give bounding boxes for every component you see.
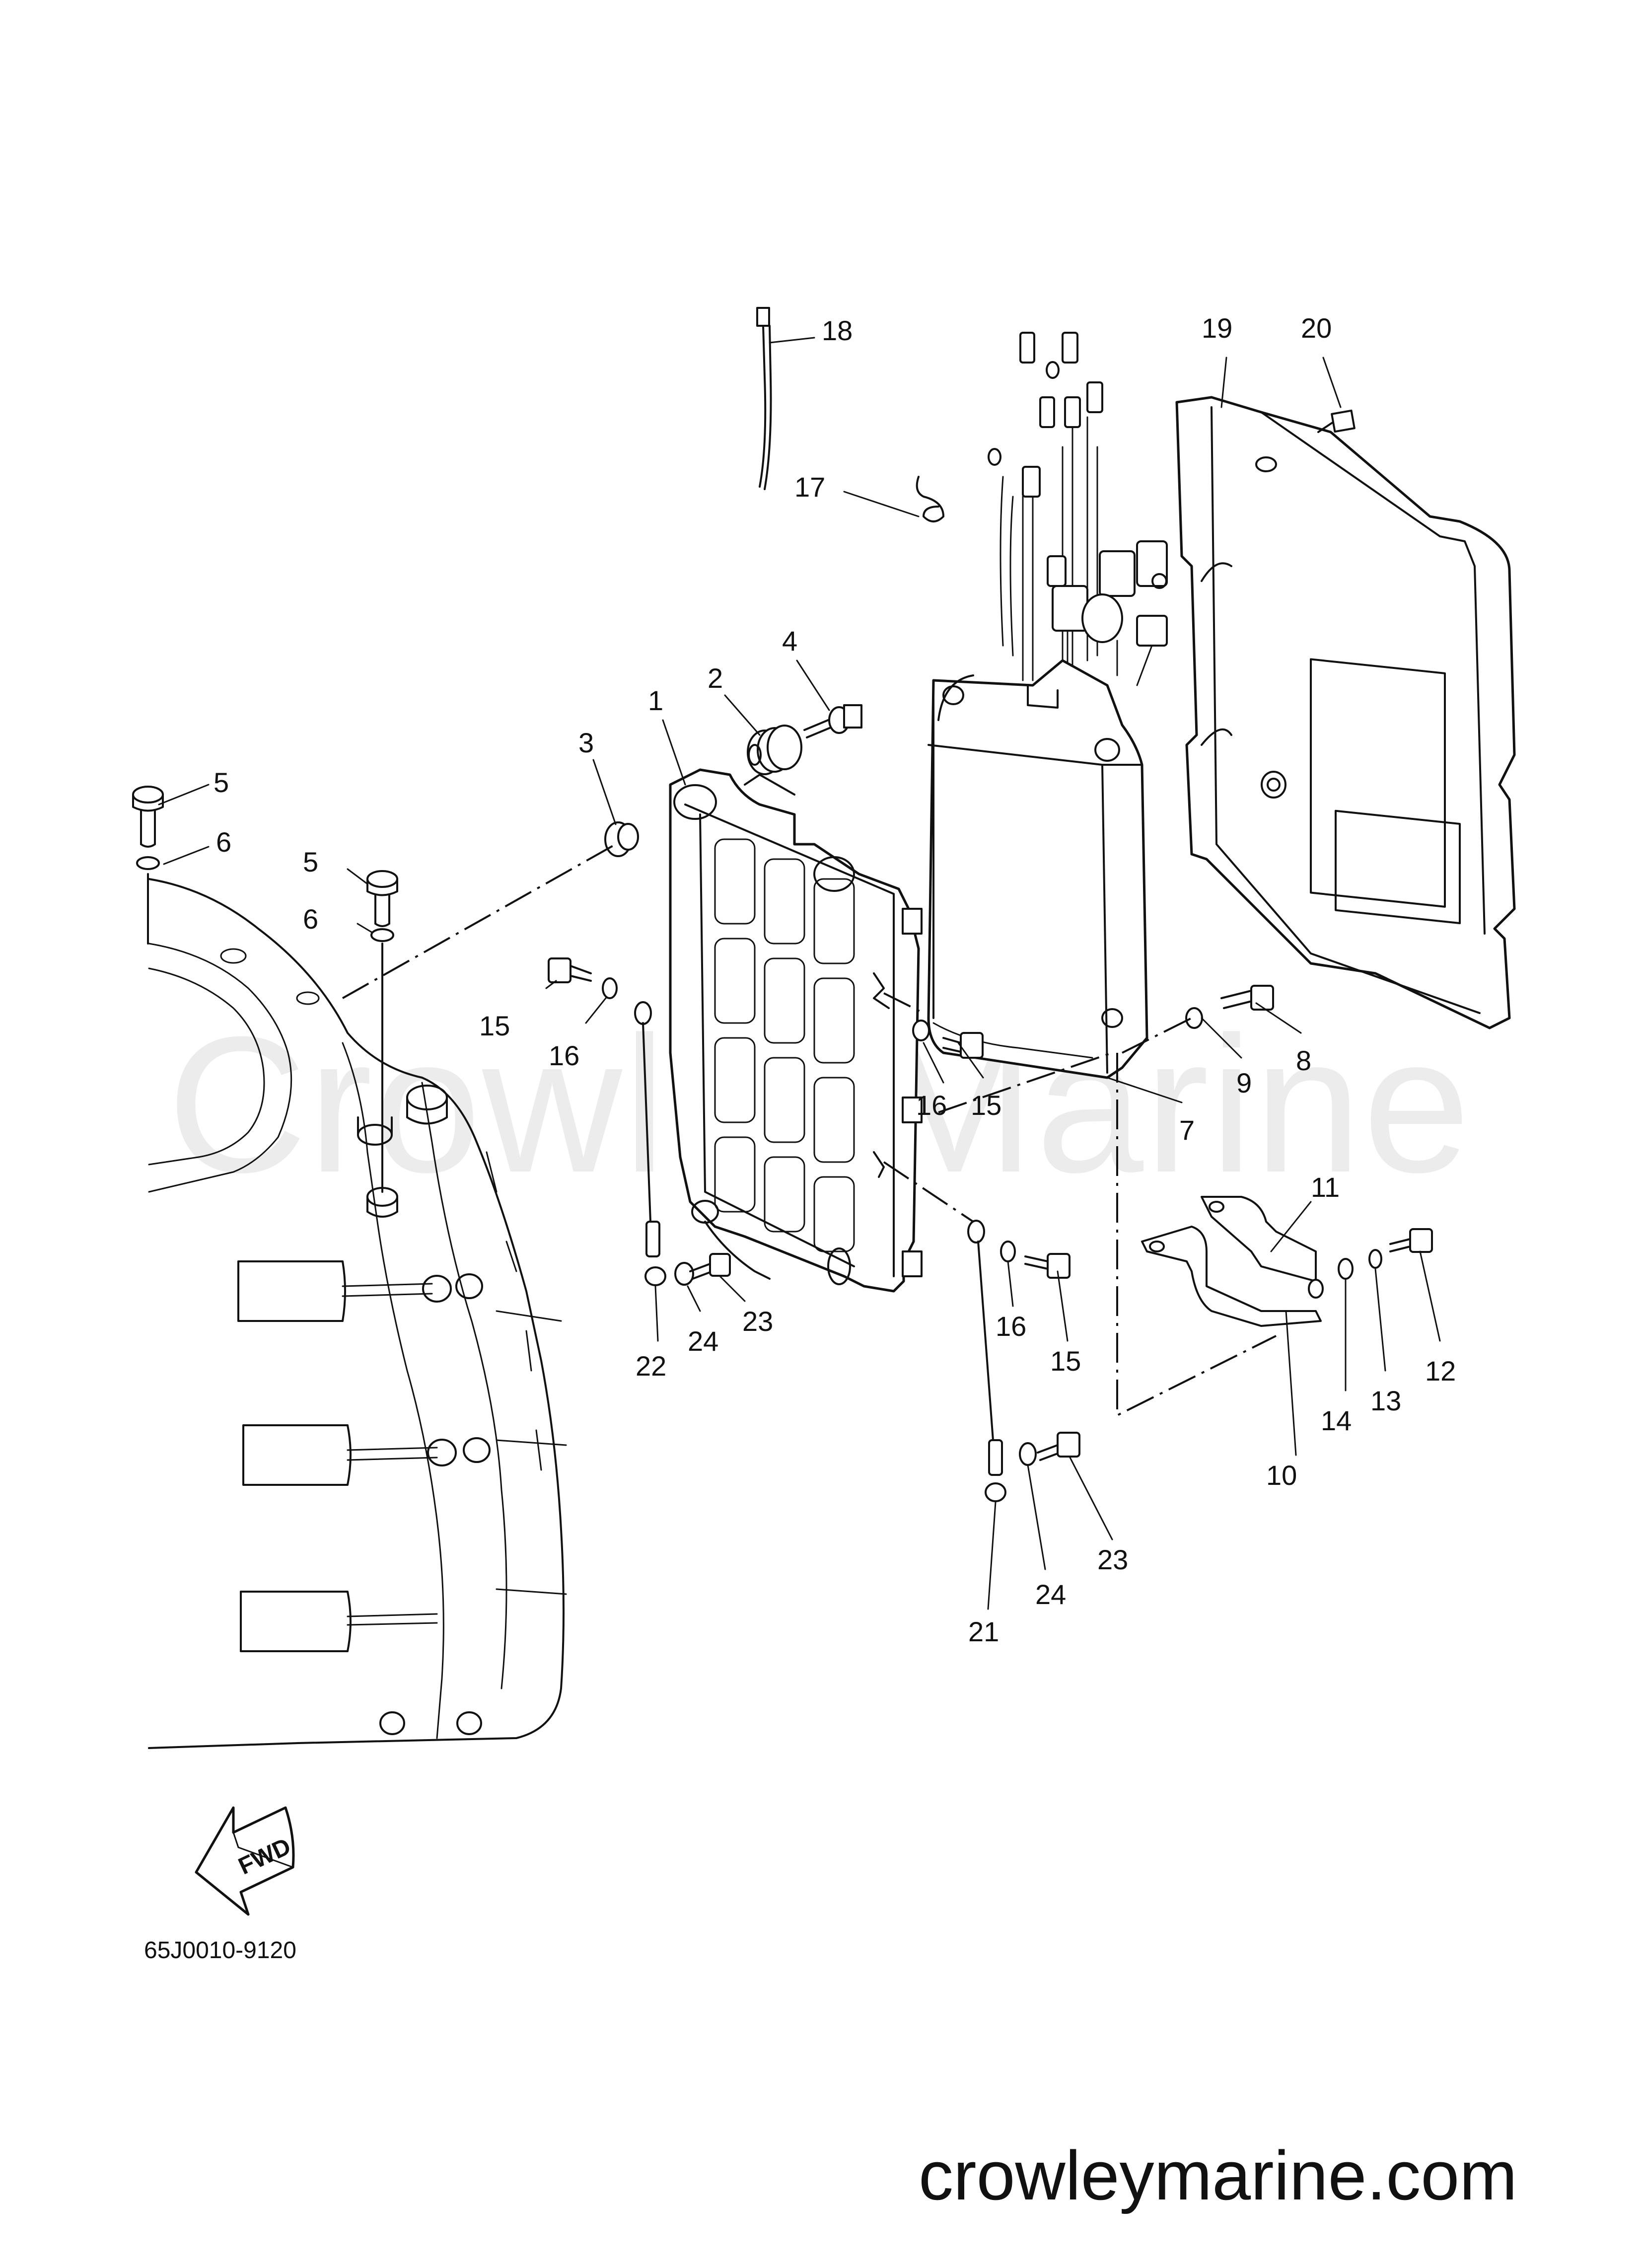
callout-1: 1 xyxy=(648,685,663,716)
callout-3: 3 xyxy=(578,727,594,758)
washer-6b xyxy=(370,928,394,942)
screw-20 xyxy=(1317,409,1356,433)
washer-13 xyxy=(1368,1249,1382,1269)
callout-19: 19 xyxy=(1202,312,1232,344)
callout-9: 9 xyxy=(1236,1067,1252,1098)
callout-8: 8 xyxy=(1296,1045,1311,1076)
washer-24a xyxy=(674,1262,694,1286)
engine-pad-1 xyxy=(237,1260,483,1322)
wiring-harness xyxy=(988,332,1168,686)
callout-6a: 6 xyxy=(216,826,231,858)
bolt-4 xyxy=(803,704,862,738)
callout-14: 14 xyxy=(1321,1405,1352,1436)
wire-clip xyxy=(916,476,944,522)
bolt-5b xyxy=(366,870,398,927)
callout-5a: 5 xyxy=(214,767,229,798)
callout-15c: 15 xyxy=(1050,1345,1081,1377)
bolt-12 xyxy=(1389,1228,1433,1253)
diagram-code: 65J0010-9120 xyxy=(144,1937,296,1964)
callout-6b: 6 xyxy=(303,903,318,935)
fwd-arrow: FWD xyxy=(195,1806,295,1916)
callout-20: 20 xyxy=(1301,312,1332,344)
site-url: crowleymarine.com xyxy=(919,2136,1517,2214)
callout-labels: 18 17 19 20 1 2 4 3 5 6 5 6 15 16 16 15 … xyxy=(214,312,1456,1647)
bolt-23b xyxy=(1037,1432,1080,1461)
bracket-10 xyxy=(1141,1226,1322,1327)
cable-tie xyxy=(756,307,772,490)
callout-24a: 24 xyxy=(688,1325,718,1357)
callout-12: 12 xyxy=(1425,1355,1456,1387)
washer-16b xyxy=(912,1020,930,1041)
callout-16a: 16 xyxy=(549,1040,579,1071)
washer-9 xyxy=(1185,1007,1203,1029)
callout-21: 21 xyxy=(968,1616,999,1647)
bolt-15a xyxy=(548,957,592,983)
bolt-5a xyxy=(132,786,164,848)
mounting-plate xyxy=(669,768,923,1293)
callout-15b: 15 xyxy=(971,1090,1001,1121)
engine-pad-3 xyxy=(240,1591,482,1735)
bracket-11 xyxy=(1201,1196,1324,1299)
callout-23a: 23 xyxy=(742,1306,773,1337)
callout-17: 17 xyxy=(794,471,825,503)
callout-18: 18 xyxy=(822,315,853,346)
plate-grid xyxy=(714,838,855,1252)
callout-2: 2 xyxy=(708,662,723,694)
callout-15a: 15 xyxy=(479,1010,510,1041)
callout-5b: 5 xyxy=(303,846,318,878)
ecu-module xyxy=(927,659,1148,1079)
washer-16c xyxy=(1000,1241,1016,1262)
callout-23b: 23 xyxy=(1097,1544,1128,1575)
callout-24b: 24 xyxy=(1035,1579,1066,1610)
ground-lead-21 xyxy=(967,1220,1006,1502)
callout-7: 7 xyxy=(1179,1114,1195,1146)
callout-16b: 16 xyxy=(916,1090,947,1121)
grommet-2 xyxy=(747,725,802,775)
washer-24b xyxy=(1019,1442,1037,1466)
callout-22: 22 xyxy=(636,1350,666,1382)
leader-lines xyxy=(158,337,1441,1610)
callout-10: 10 xyxy=(1266,1460,1297,1491)
callout-4: 4 xyxy=(782,625,797,657)
engine-pad-2 xyxy=(242,1424,491,1486)
washer-14 xyxy=(1338,1258,1354,1280)
ecu-cover xyxy=(1175,396,1516,1029)
washer-16a xyxy=(602,977,618,999)
bolt-8 xyxy=(1220,985,1274,1011)
engine-block xyxy=(148,878,567,1749)
washer-6a xyxy=(136,856,160,870)
callout-16c: 16 xyxy=(996,1311,1026,1342)
collar-3 xyxy=(604,821,639,857)
ground-lead-22 xyxy=(634,1001,666,1286)
bolt-23a xyxy=(689,1253,731,1280)
assembly-lines xyxy=(342,843,1277,1417)
callout-13: 13 xyxy=(1370,1385,1401,1416)
callout-11: 11 xyxy=(1311,1171,1340,1203)
bolt-15c xyxy=(1024,1253,1071,1279)
